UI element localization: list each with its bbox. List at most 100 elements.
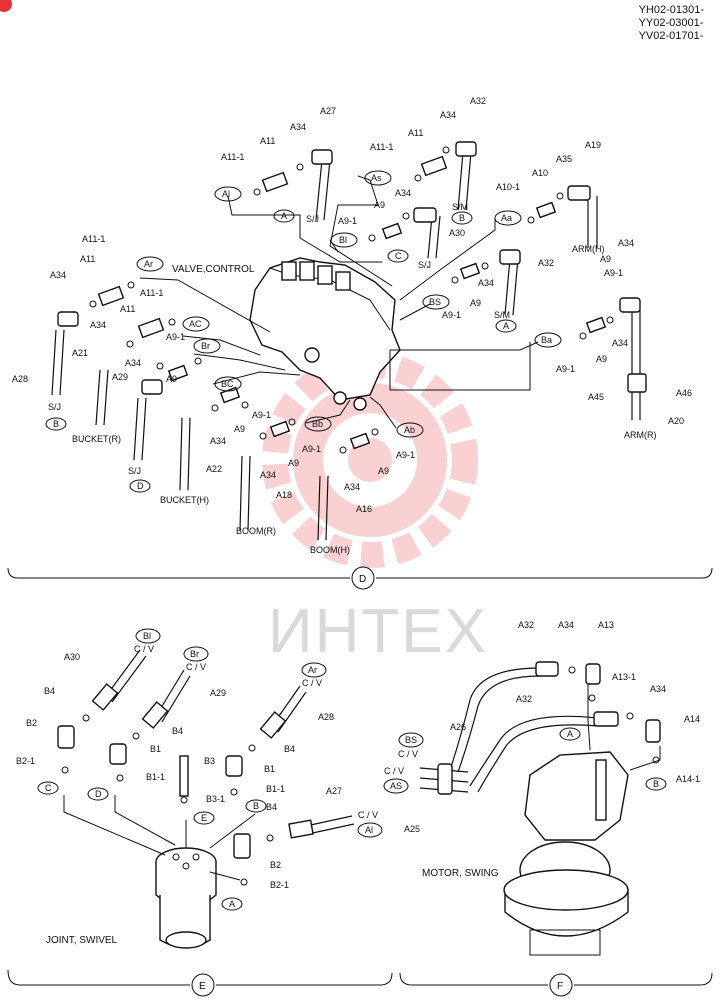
ref-tag: A — [221, 897, 243, 911]
part-label: A32 — [516, 694, 532, 704]
ref-tag: E — [193, 811, 215, 825]
part-label: A30 — [64, 652, 80, 662]
hose-name: BOOM(H) — [310, 545, 350, 555]
part-label: A27 — [326, 786, 342, 796]
svg-text:BS: BS — [405, 735, 417, 745]
part-label: A9-1 — [556, 364, 575, 374]
ref-tag: B — [451, 211, 473, 225]
part-label: B4 — [172, 726, 183, 736]
svg-text:B: B — [653, 779, 659, 789]
svg-text:A: A — [229, 899, 235, 909]
hose-name: S/J — [418, 260, 431, 270]
part-label: A34 — [90, 320, 106, 330]
part-label: B4 — [44, 686, 55, 696]
part-label: A13-1 — [612, 672, 636, 682]
part-label: A16 — [356, 504, 372, 514]
section-circled-label: F — [557, 981, 563, 992]
part-label: A11-1 — [370, 142, 393, 152]
watermark-text: ИНТЕХ — [268, 597, 488, 666]
svg-text:D: D — [95, 789, 102, 799]
ref-tag: A — [273, 209, 295, 223]
swing-motor-body — [503, 751, 629, 956]
part-label: A11-1 — [140, 288, 163, 298]
check-valve-label: C / V — [302, 678, 322, 688]
svg-text:B: B — [53, 419, 59, 429]
part-label: B1 — [150, 744, 161, 754]
hose-name: S/J — [48, 402, 61, 412]
ref-tag: C — [387, 249, 409, 263]
ref-tag: A — [559, 727, 581, 741]
svg-text:Al: Al — [365, 825, 373, 835]
doc-code: YV02-01701- — [638, 30, 704, 42]
check-valve-label: C / V — [358, 810, 378, 820]
part-label: A11 — [120, 304, 135, 314]
ref-tag: A — [495, 319, 517, 333]
port-tag: Aa — [494, 210, 522, 226]
part-label: A20 — [668, 416, 684, 426]
part-label: A9 — [234, 424, 245, 434]
part-label: A9-1 — [302, 444, 321, 454]
ref-tag: B — [245, 799, 267, 813]
control-valve-body — [249, 257, 401, 411]
svg-text:B: B — [253, 801, 259, 811]
part-label: B2 — [270, 860, 281, 870]
panel-d-labels: VALVE,CONTROL A27 A34 A11 A11-1 A32 A34 … — [12, 96, 692, 555]
part-label: A25 — [404, 824, 420, 834]
part-label: A22 — [206, 464, 222, 474]
check-valve-label: C / V — [186, 662, 206, 672]
part-label: A11 — [408, 128, 423, 138]
part-label: A45 — [588, 392, 604, 402]
part-label: A9-1 — [442, 310, 461, 320]
port-tag: Ab — [396, 422, 424, 438]
part-label: A9-1 — [338, 216, 357, 226]
ref-tag: C — [37, 781, 59, 795]
hoses-d — [51, 151, 641, 541]
part-label: A34 — [260, 470, 276, 480]
part-label: B1-1 — [146, 772, 165, 782]
part-label: A9 — [378, 466, 389, 476]
port-tag: Bb — [304, 416, 332, 432]
svg-text:B: B — [459, 213, 465, 223]
svg-text:Ar: Ar — [308, 665, 317, 675]
part-label: A9-1 — [604, 268, 623, 278]
svg-text:Bb: Bb — [312, 419, 323, 429]
fittings-e — [57, 683, 314, 886]
part-label: A34 — [344, 482, 360, 492]
part-label: A9 — [166, 374, 177, 384]
port-tag: Bl — [330, 232, 358, 248]
part-label: A34 — [612, 338, 628, 348]
section-divider-d: D — [7, 566, 713, 590]
port-tag: Ar — [136, 256, 164, 272]
part-label: A32 — [538, 258, 554, 268]
part-label: A21 — [72, 348, 88, 358]
part-label: A9 — [600, 254, 611, 264]
check-valve-label: C / V — [134, 644, 154, 654]
swivel-joint-title: JOINT, SWIVEL — [46, 935, 118, 946]
port-tag: Br — [193, 338, 221, 354]
port-tag: AS — [383, 778, 409, 794]
part-label: A9 — [596, 354, 607, 364]
part-label: A46 — [676, 388, 692, 398]
hose-name: S/J — [128, 466, 141, 476]
part-label: A34 — [650, 684, 666, 694]
section-divider-e: E — [7, 969, 393, 997]
svg-text:E: E — [201, 813, 207, 823]
part-label: A9 — [374, 200, 385, 210]
port-tag: As — [364, 170, 392, 186]
section-circled-label: E — [199, 981, 206, 992]
brand-corner-icon — [0, 0, 12, 12]
part-label: A9 — [288, 458, 299, 468]
port-tag: AC — [182, 316, 210, 332]
part-label: A34 — [50, 270, 66, 280]
part-label: A34 — [558, 620, 574, 630]
port-tag: Al — [357, 822, 383, 838]
part-label: A29 — [210, 688, 226, 698]
svg-text:A: A — [503, 321, 509, 331]
svg-text:D: D — [137, 481, 144, 491]
swivel-joint-body — [155, 847, 217, 949]
part-label: B2 — [26, 718, 37, 728]
part-label: A34 — [210, 436, 226, 446]
hose-name: S/M — [494, 310, 510, 320]
doc-code: YH02-01301- — [638, 4, 704, 16]
